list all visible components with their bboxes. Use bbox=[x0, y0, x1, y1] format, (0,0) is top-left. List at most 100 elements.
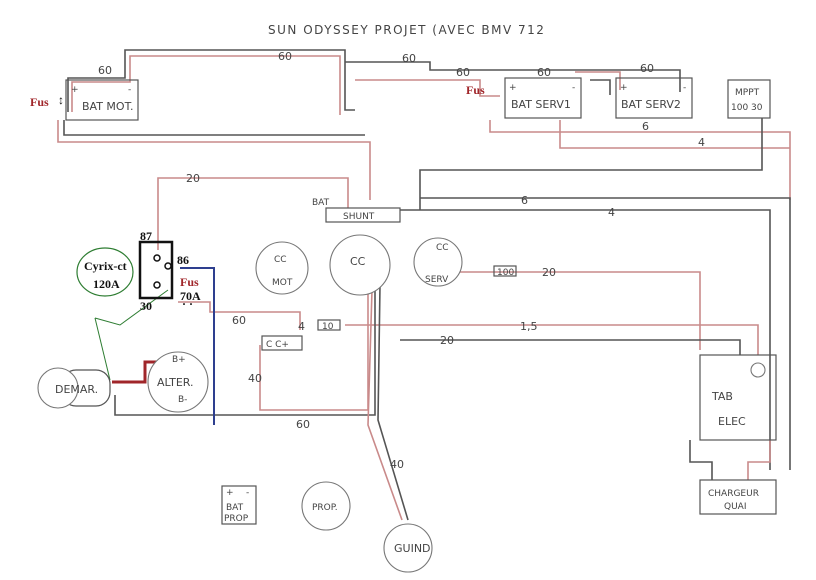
svg-text:100: 100 bbox=[497, 268, 514, 278]
svg-text:CHARGEUR: CHARGEUR bbox=[708, 489, 759, 499]
wire-top-red bbox=[71, 55, 341, 115]
label-60: 60 bbox=[402, 52, 416, 65]
wire-gauge-labels: 60 60 60 60 60 60 60 20 20 20 6 6 4 4 4 … bbox=[98, 50, 705, 471]
svg-text:PROP: PROP bbox=[224, 514, 249, 524]
bat-mot: BAT MOT. + - bbox=[65, 79, 139, 121]
svg-text:B-: B- bbox=[178, 395, 187, 405]
wire-20-serv bbox=[460, 271, 701, 350]
wire-green-1 bbox=[94, 289, 169, 326]
wire-cc-down bbox=[114, 285, 376, 416]
label-60: 60 bbox=[296, 418, 310, 431]
wire-charger-red bbox=[747, 440, 771, 480]
relay-bubble: Cyrix-ct 120A bbox=[76, 247, 134, 297]
wire-serv-top-red bbox=[355, 79, 500, 97]
label-20: 20 bbox=[440, 334, 454, 347]
svg-text:10: 10 bbox=[322, 322, 334, 332]
svg-text:-: - bbox=[683, 83, 686, 93]
fuse-label-left: Fus bbox=[30, 95, 49, 109]
svg-text:BAT: BAT bbox=[226, 503, 244, 513]
bat-prop: BAT PROP + - bbox=[221, 485, 257, 525]
cc-plus: C C+ bbox=[261, 335, 303, 351]
svg-text:BAT: BAT bbox=[312, 198, 330, 208]
guind: GUIND bbox=[383, 523, 433, 573]
svg-text:+: + bbox=[226, 488, 234, 498]
svg-text:PROP.: PROP. bbox=[312, 503, 338, 513]
label-20: 20 bbox=[542, 266, 556, 279]
wire-top-main bbox=[67, 49, 355, 112]
demar: DEMAR. bbox=[37, 367, 111, 409]
label-4: 4 bbox=[298, 320, 305, 333]
svg-text:+: + bbox=[509, 83, 517, 93]
wire-guind-2 bbox=[367, 289, 403, 521]
svg-text:GUIND: GUIND bbox=[394, 542, 431, 555]
wire-blue bbox=[180, 267, 215, 425]
wire-batmot-neg bbox=[63, 120, 365, 136]
wire-batmot-bottom bbox=[57, 120, 371, 200]
label-6: 6 bbox=[642, 120, 649, 133]
svg-text:BAT SERV2: BAT SERV2 bbox=[621, 98, 681, 111]
svg-text:BAT SERV1: BAT SERV1 bbox=[511, 98, 571, 111]
label-1-5: 1,5 bbox=[520, 320, 538, 333]
wire-6-right bbox=[489, 120, 791, 200]
chargeur-quai: CHARGEUR QUAI bbox=[699, 479, 777, 515]
diagram-title: SUN ODYSSEY PROJET (AVEC BMV 712 bbox=[268, 23, 545, 37]
relay-name: Cyrix-ct bbox=[84, 259, 127, 273]
label-40: 40 bbox=[390, 458, 404, 471]
wire-serv-top bbox=[345, 61, 681, 92]
svg-text:QUAI: QUAI bbox=[724, 502, 746, 512]
svg-text:CC: CC bbox=[274, 255, 287, 265]
svg-text:SERV: SERV bbox=[425, 275, 449, 285]
label-60: 60 bbox=[537, 66, 551, 79]
svg-text:ELEC: ELEC bbox=[718, 415, 746, 428]
wire-60-left bbox=[178, 301, 301, 330]
fuse-100: 100 bbox=[493, 265, 517, 278]
label-6: 6 bbox=[521, 194, 528, 207]
wires bbox=[57, 49, 791, 521]
svg-text:+: + bbox=[71, 85, 79, 95]
label-60: 60 bbox=[98, 64, 112, 77]
cc-mot: CC MOT bbox=[255, 241, 309, 295]
label-4: 4 bbox=[698, 136, 705, 149]
wire-serv-link bbox=[590, 79, 611, 95]
svg-text:B+: B+ bbox=[172, 355, 186, 365]
label-60: 60 bbox=[232, 314, 246, 327]
label-4: 4 bbox=[608, 206, 615, 219]
label-60: 60 bbox=[278, 50, 292, 63]
label-60: 60 bbox=[640, 62, 654, 75]
wire-6-mid bbox=[420, 197, 791, 470]
svg-text:ALTER.: ALTER. bbox=[157, 376, 194, 389]
svg-text:CC: CC bbox=[350, 255, 366, 268]
wire-green-2 bbox=[94, 317, 111, 381]
alter: ALTER. B+ B- bbox=[147, 351, 209, 413]
bat-serv2: BAT SERV2 + - bbox=[615, 77, 693, 119]
svg-text:CC: CC bbox=[436, 243, 449, 253]
wire-serv-link-red bbox=[575, 71, 621, 90]
svg-text:-: - bbox=[246, 488, 249, 498]
cyrix-relay: 87 86 30 bbox=[138, 229, 189, 313]
svg-text:SHUNT: SHUNT bbox=[343, 212, 375, 222]
wire-charger bbox=[689, 440, 713, 480]
svg-text:TAB: TAB bbox=[711, 390, 733, 403]
bat-serv1: BAT SERV1 + - bbox=[504, 77, 582, 119]
pin-86: 86 bbox=[177, 253, 189, 267]
label-20: 20 bbox=[186, 172, 200, 185]
mppt: MPPT 100 30 bbox=[727, 79, 771, 119]
label-40: 40 bbox=[248, 372, 262, 385]
wire-4-mid bbox=[400, 209, 771, 470]
wire-4-right bbox=[559, 120, 790, 149]
svg-text:100 30: 100 30 bbox=[731, 103, 763, 113]
fuse-label-relay: Fus bbox=[180, 275, 199, 289]
cc-main: CC bbox=[329, 234, 391, 296]
pin-30: 30 bbox=[140, 299, 152, 313]
fuse-10: 10 bbox=[317, 319, 341, 332]
svg-text:DEMAR.: DEMAR. bbox=[55, 383, 98, 396]
wire-20-bottom bbox=[400, 339, 741, 355]
svg-text:-: - bbox=[128, 85, 131, 95]
svg-text:BAT MOT.: BAT MOT. bbox=[82, 100, 134, 113]
prop: PROP. bbox=[301, 481, 351, 531]
cc-serv: CC SERV bbox=[413, 237, 463, 287]
wire-20-top bbox=[157, 177, 349, 250]
svg-text:+: + bbox=[620, 83, 628, 93]
svg-text:MPPT: MPPT bbox=[735, 88, 760, 98]
